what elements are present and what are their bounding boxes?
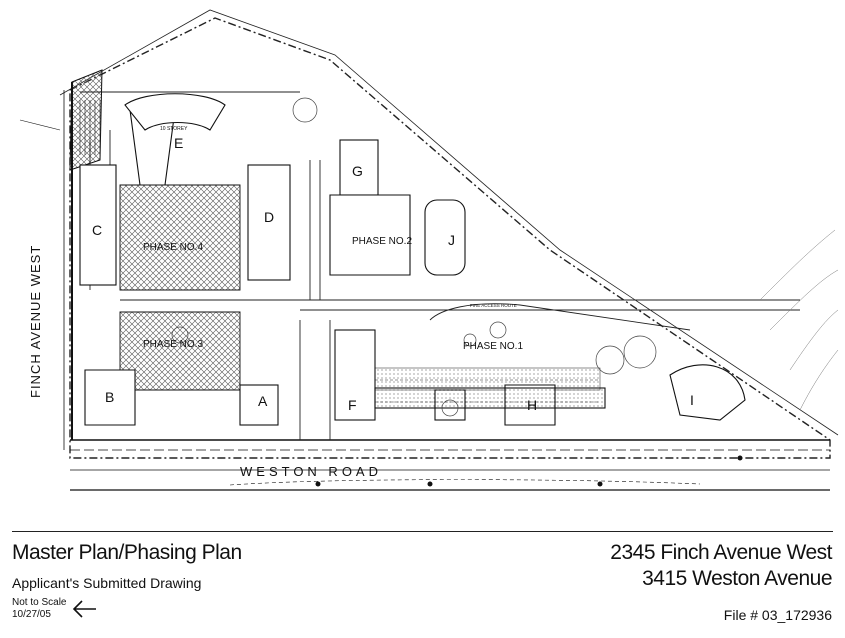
drawing-subtitle: Applicant's Submitted Drawing — [12, 575, 202, 591]
label-fire-route: FIRE ACCESS ROUTE — [470, 303, 517, 308]
building-c — [79, 164, 117, 286]
label-building-f: F — [348, 397, 357, 413]
trees — [171, 97, 657, 417]
finch-avenue-edge — [19, 69, 103, 450]
weston-road — [70, 439, 830, 491]
street-finch-avenue-west: FINCH AVENUE WEST — [28, 245, 43, 398]
building-g — [339, 139, 379, 196]
building-d — [247, 164, 291, 281]
address-line-1: 2345 Finch Avenue West — [610, 541, 832, 564]
address-line-2: 3415 Weston Avenue — [642, 567, 832, 590]
drawing-date: 10/27/05 — [12, 609, 51, 620]
property-boundary — [59, 9, 839, 459]
label-storey: 10 STOREY — [160, 126, 188, 132]
drawing-title: Master Plan/Phasing Plan — [12, 541, 242, 564]
buildings — [79, 93, 746, 426]
label-building-j: J — [448, 232, 455, 248]
label-phase-2: PHASE NO.2 — [352, 236, 412, 247]
label-building-d: D — [264, 209, 274, 225]
building-i — [669, 364, 746, 421]
building-labels: C E D G J B A F H I — [92, 135, 694, 413]
label-building-a: A — [258, 393, 268, 409]
building-j — [424, 199, 466, 276]
title-block-divider — [12, 531, 833, 532]
survey-marks — [315, 455, 743, 487]
phase-labels: PHASE NO.4 PHASE NO.3 PHASE NO.2 PHASE N… — [143, 236, 523, 352]
label-building-h: H — [527, 397, 537, 413]
label-building-i: I — [690, 392, 694, 408]
label-phase-3: PHASE NO.3 — [143, 339, 203, 350]
label-building-c: C — [92, 222, 102, 238]
building-f — [334, 329, 376, 421]
scale-note: Not to Scale — [12, 597, 67, 608]
label-phase-4: PHASE NO.4 — [143, 242, 203, 253]
site-plan-drawing: C E D G J B A F H I PHASE NO.4 PHASE NO.… — [19, 9, 839, 491]
label-building-e: E — [174, 135, 183, 151]
north-arrow-icon — [72, 600, 96, 618]
contour-lines — [759, 229, 839, 411]
building-a — [239, 384, 279, 426]
label-phase-1: PHASE NO.1 — [463, 341, 523, 352]
building-b — [84, 369, 136, 426]
street-weston-road: WESTON ROAD — [240, 464, 382, 479]
label-building-g: G — [352, 163, 363, 179]
file-number: File # 03_172936 — [723, 607, 832, 623]
label-building-b: B — [105, 389, 114, 405]
parking-stalls — [79, 100, 600, 403]
